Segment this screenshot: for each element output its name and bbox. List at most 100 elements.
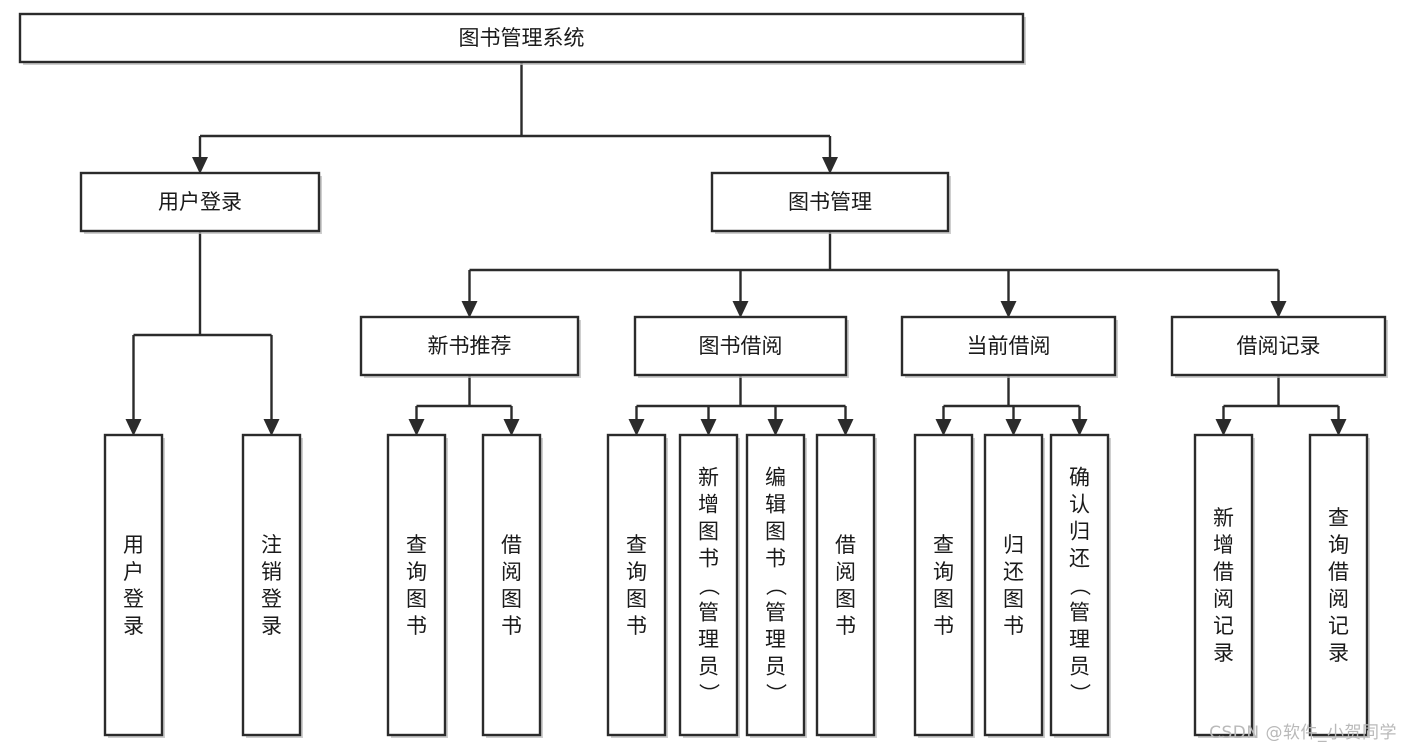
node-rect[interactable]: [606, 433, 667, 737]
node-label-char: 查: [406, 533, 427, 557]
node-rect[interactable]: [745, 433, 806, 737]
watermark-text: CSDN @软件_小贺同学: [1209, 723, 1397, 743]
connector-book-manage-bus: [461, 231, 1287, 318]
node-borrow-record[interactable]: 借阅记录: [1170, 315, 1388, 378]
node-label-char: 借: [1213, 560, 1234, 584]
node-user-login[interactable]: 用户登录: [79, 171, 322, 234]
node-label: 借阅记录: [1237, 334, 1321, 358]
node-label-char: 书: [698, 547, 719, 571]
node-rect[interactable]: [103, 433, 164, 737]
node-rect[interactable]: [481, 433, 542, 737]
node-label-char: 查: [1328, 506, 1349, 530]
arrow-head-icon: [822, 157, 838, 174]
node-label-char: 书: [765, 547, 786, 571]
node-label-char: （: [1068, 575, 1092, 596]
arrow-head-icon: [1215, 419, 1232, 436]
node-label-char: 图: [406, 587, 427, 611]
node-rect[interactable]: [1193, 433, 1254, 737]
node-label: 当前借阅: [967, 334, 1051, 358]
arrow-head-icon: [125, 419, 142, 436]
node-rect[interactable]: [1170, 315, 1387, 377]
node-label-char: 图: [765, 520, 786, 544]
node-label-char: 图: [626, 587, 647, 611]
node-rect[interactable]: [900, 315, 1117, 377]
node-label-char: 还: [1069, 547, 1090, 571]
node-rect[interactable]: [913, 433, 974, 737]
node-book-manage[interactable]: 图书管理: [710, 171, 951, 234]
connector-root-bus: [192, 62, 838, 174]
node-label-char: 图: [835, 587, 856, 611]
connector-new-book-bus: [408, 375, 520, 436]
node-label-char: 阅: [501, 560, 522, 584]
connector-book-borrow-bus: [628, 375, 854, 436]
node-rect[interactable]: [678, 433, 739, 737]
node-rect[interactable]: [1049, 433, 1110, 737]
node-rect[interactable]: [241, 433, 302, 737]
node-leaf-user-login[interactable]: 用户登录: [103, 433, 165, 738]
node-rect[interactable]: [359, 315, 580, 377]
node-label-char: ）: [697, 683, 721, 704]
node-label-char: 询: [626, 560, 647, 584]
node-current-borrow[interactable]: 当前借阅: [900, 315, 1118, 378]
node-label-char: 新: [1213, 506, 1234, 530]
node-label-char: 录: [1328, 641, 1349, 665]
node-label-char: 书: [501, 614, 522, 638]
node-rect[interactable]: [386, 433, 447, 737]
node-label-char: 书: [406, 614, 427, 638]
arrow-head-icon: [767, 419, 784, 436]
node-rect[interactable]: [710, 171, 950, 233]
node-label-char: 借: [501, 533, 522, 557]
node-label-char: ）: [764, 683, 788, 704]
node-label-char: 用: [123, 533, 144, 557]
node-label-char: 询: [406, 560, 427, 584]
node-label-char: 借: [835, 533, 856, 557]
node-book-borrow[interactable]: 图书借阅: [633, 315, 849, 378]
arrow-head-icon: [837, 419, 854, 436]
node-label-char: 阅: [1328, 587, 1349, 611]
node-new-book-rec[interactable]: 新书推荐: [359, 315, 581, 378]
node-label-char: 图: [1003, 587, 1024, 611]
arrow-head-icon: [1270, 301, 1287, 318]
node-rect[interactable]: [18, 12, 1025, 64]
arrow-head-icon: [700, 419, 717, 436]
node-label-char: 增: [698, 493, 719, 517]
node-label-char: 还: [1003, 560, 1024, 584]
node-label-char: （: [764, 575, 788, 596]
arrow-head-icon: [1071, 419, 1088, 436]
node-label-char: 记: [1328, 614, 1349, 638]
node-label-char: 确: [1069, 466, 1090, 490]
node-rect[interactable]: [815, 433, 876, 737]
node-label-char: 登: [123, 587, 144, 611]
node-label: 图书管理: [788, 190, 872, 214]
node-label-char: 辑: [765, 493, 786, 517]
node-rect[interactable]: [633, 315, 848, 377]
arrow-head-icon: [628, 419, 645, 436]
node-rect[interactable]: [983, 433, 1044, 737]
node-label-char: 销: [261, 560, 282, 584]
arrow-head-icon: [1005, 419, 1022, 436]
arrow-head-icon: [461, 301, 478, 318]
node-label-char: 查: [626, 533, 647, 557]
node-label-char: 理: [1069, 628, 1090, 652]
node-label-char: 管: [698, 601, 719, 625]
node-rect[interactable]: [1308, 433, 1369, 737]
node-rect[interactable]: [79, 171, 321, 233]
node-label-char: 员: [698, 655, 719, 679]
node-label-char: 理: [765, 628, 786, 652]
node-label-char: 登: [261, 587, 282, 611]
node-label-char: 记: [1213, 614, 1234, 638]
node-label-char: 图: [933, 587, 954, 611]
node-root[interactable]: 图书管理系统: [18, 12, 1026, 65]
